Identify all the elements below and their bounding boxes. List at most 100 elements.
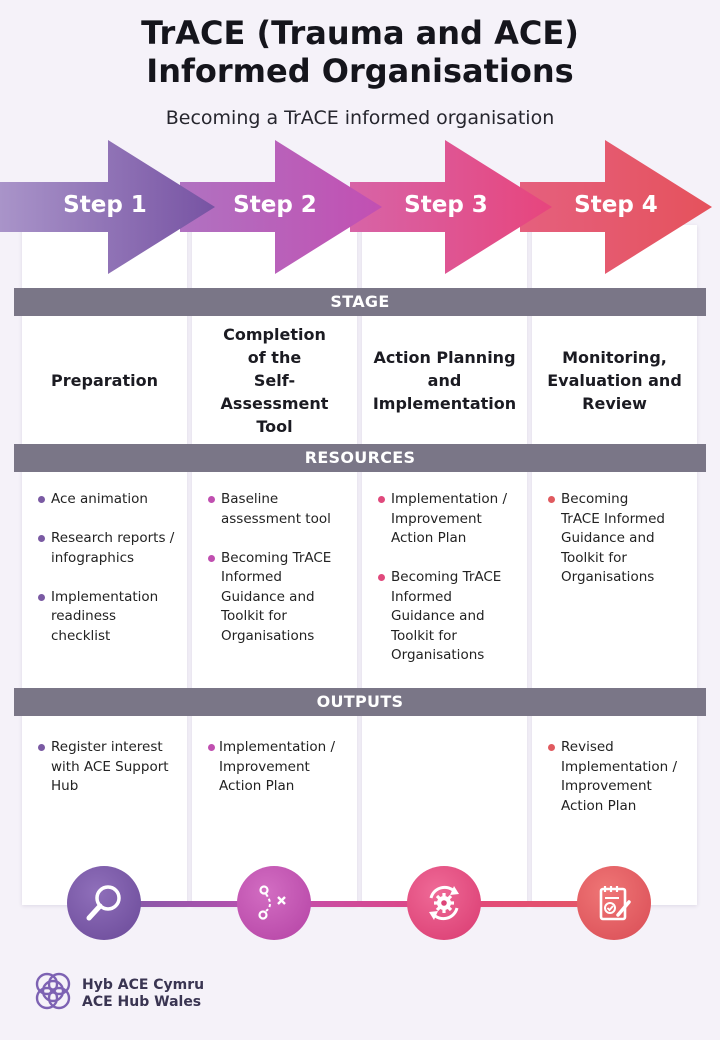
item-text: Improvement (561, 778, 652, 794)
gear-cycle-icon (407, 866, 481, 940)
step-3-label: Step 3 (404, 192, 488, 218)
list-item: Baseline assessment tool (208, 490, 358, 529)
step-2-arrow (180, 140, 382, 274)
item-text: Register interest (51, 739, 163, 755)
bullet-icon (378, 574, 385, 581)
item-text: Toolkit for (221, 608, 287, 624)
list-item: Implementation / Improvement Action Plan (378, 490, 528, 549)
bullet-icon (378, 496, 385, 503)
ace-hub-logo-icon (35, 972, 71, 1010)
bullet-icon (208, 744, 215, 751)
step-arrows (0, 140, 712, 274)
step-2-label: Step 2 (233, 192, 317, 218)
column-1 (22, 225, 187, 905)
item-text: Toolkit for (561, 549, 627, 566)
item-text: Ace animation (51, 491, 148, 507)
stage-4-line: Evaluation and (547, 370, 682, 390)
list-item: Implementation / Improvement Action Plan (208, 738, 358, 797)
list-item: Becoming TrACE Informed Guidance and Too… (208, 549, 358, 647)
outputs-band: OUTPUTS (14, 688, 706, 716)
item-text: Becoming TrACE (221, 549, 332, 566)
stage-3-line: Action Planning (373, 347, 516, 367)
stage-1-line: Preparation (51, 370, 158, 390)
item-text: Becoming TrACE (391, 569, 502, 585)
item-text: Improvement (219, 758, 310, 775)
item-text: Implementation / (219, 739, 336, 755)
step-1-arrow (0, 140, 215, 274)
outputs-list-2: Implementation / Improvement Action Plan (208, 738, 358, 816)
outputs-list-4: Revised Implementation / Improvement Act… (548, 738, 698, 836)
stage-2-line: of the (247, 347, 302, 367)
bullet-icon (38, 496, 45, 503)
step-4-arrow (520, 140, 712, 274)
item-text: Informed (391, 588, 452, 605)
list-item: Register interest with ACE Support Hub (38, 738, 188, 797)
item-text: Guidance and (561, 530, 655, 546)
stage-2-line: Completion (223, 324, 326, 344)
bullet-icon (548, 496, 555, 503)
item-text: Research reports / (51, 530, 175, 546)
resources-list-2: Baseline assessment tool Becoming TrACE … (208, 490, 358, 666)
item-text: TrACE Informed (561, 510, 665, 527)
bullet-icon (208, 496, 215, 503)
item-text: Becoming (561, 491, 629, 507)
resources-list-4: Becoming TrACE Informed Guidance and Too… (548, 490, 698, 607)
list-item: Research reports / infographics (38, 529, 188, 568)
title-line-1: TrACE (Trauma and ACE) (141, 14, 579, 52)
bullet-icon (548, 744, 555, 751)
stage-3-line: and (427, 370, 462, 390)
stage-2: Completion of the Self-Assessment Tool (192, 318, 357, 442)
item-text: Toolkit for (391, 627, 457, 644)
bullet-icon (38, 535, 45, 542)
list-item: Revised Implementation / Improvement Act… (548, 738, 698, 816)
item-text: infographics (51, 549, 135, 566)
column-3 (362, 225, 527, 905)
item-text: readiness (51, 608, 117, 624)
item-text: Organisations (561, 569, 655, 585)
bullet-icon (208, 554, 215, 562)
title-line-2: Informed Organisations (146, 52, 574, 90)
item-text: Action Plan (561, 797, 637, 814)
step-3-arrow (350, 140, 552, 274)
item-text: assessment tool (221, 510, 331, 527)
list-item: Implementation readiness checklist (38, 588, 188, 647)
item-text: Organisations (391, 647, 485, 663)
stage-3: Action Planning and Implementation (362, 318, 527, 442)
item-text: Hub (51, 778, 79, 794)
list-item: Ace animation (38, 490, 188, 510)
stage-4: Monitoring, Evaluation and Review (532, 318, 697, 442)
step-1-label: Step 1 (63, 192, 147, 218)
checklist-edit-icon (577, 866, 651, 940)
bullet-icon (38, 593, 45, 601)
bullet-icon (38, 744, 45, 751)
list-item: Becoming TrACE Informed Guidance and Too… (378, 568, 528, 666)
item-text: Revised (561, 739, 614, 755)
stage-2-line: Tool (256, 416, 293, 436)
stage-band: STAGE (14, 288, 706, 316)
resources-band: RESOURCES (14, 444, 706, 472)
page-title: TrACE (Trauma and ACE) Informed Organisa… (0, 14, 720, 90)
item-text: Informed (221, 569, 282, 585)
item-text: checklist (51, 627, 111, 644)
item-text: Guidance and (391, 608, 485, 624)
outputs-list-1: Register interest with ACE Support Hub (38, 738, 188, 816)
item-text: Implementation / (391, 491, 508, 507)
stage-4-line: Review (582, 393, 647, 413)
item-text: Guidance and (221, 588, 315, 605)
item-text: Baseline (221, 491, 279, 507)
stage-2-line: Self-Assessment (220, 370, 329, 413)
stage-4-line: Monitoring, (562, 347, 667, 367)
stage-3-line: Implementation (372, 393, 517, 413)
stage-1: Preparation (22, 318, 187, 442)
list-item: Becoming TrACE Informed Guidance and Too… (548, 490, 698, 588)
item-text: Implementation / (561, 758, 678, 775)
item-text: Action Plan (219, 778, 295, 794)
step-4-label: Step 4 (574, 192, 658, 218)
column-4 (532, 225, 697, 905)
item-text: with ACE Support (51, 758, 169, 775)
page-subtitle: Becoming a TrACE informed organisation (165, 107, 555, 129)
column-2 (192, 225, 357, 905)
logo-text: Hyb ACE Cymru ACE Hub Wales (82, 977, 204, 1011)
logo-line-2: ACE Hub Wales (82, 994, 202, 1010)
item-text: Improvement (391, 510, 482, 527)
